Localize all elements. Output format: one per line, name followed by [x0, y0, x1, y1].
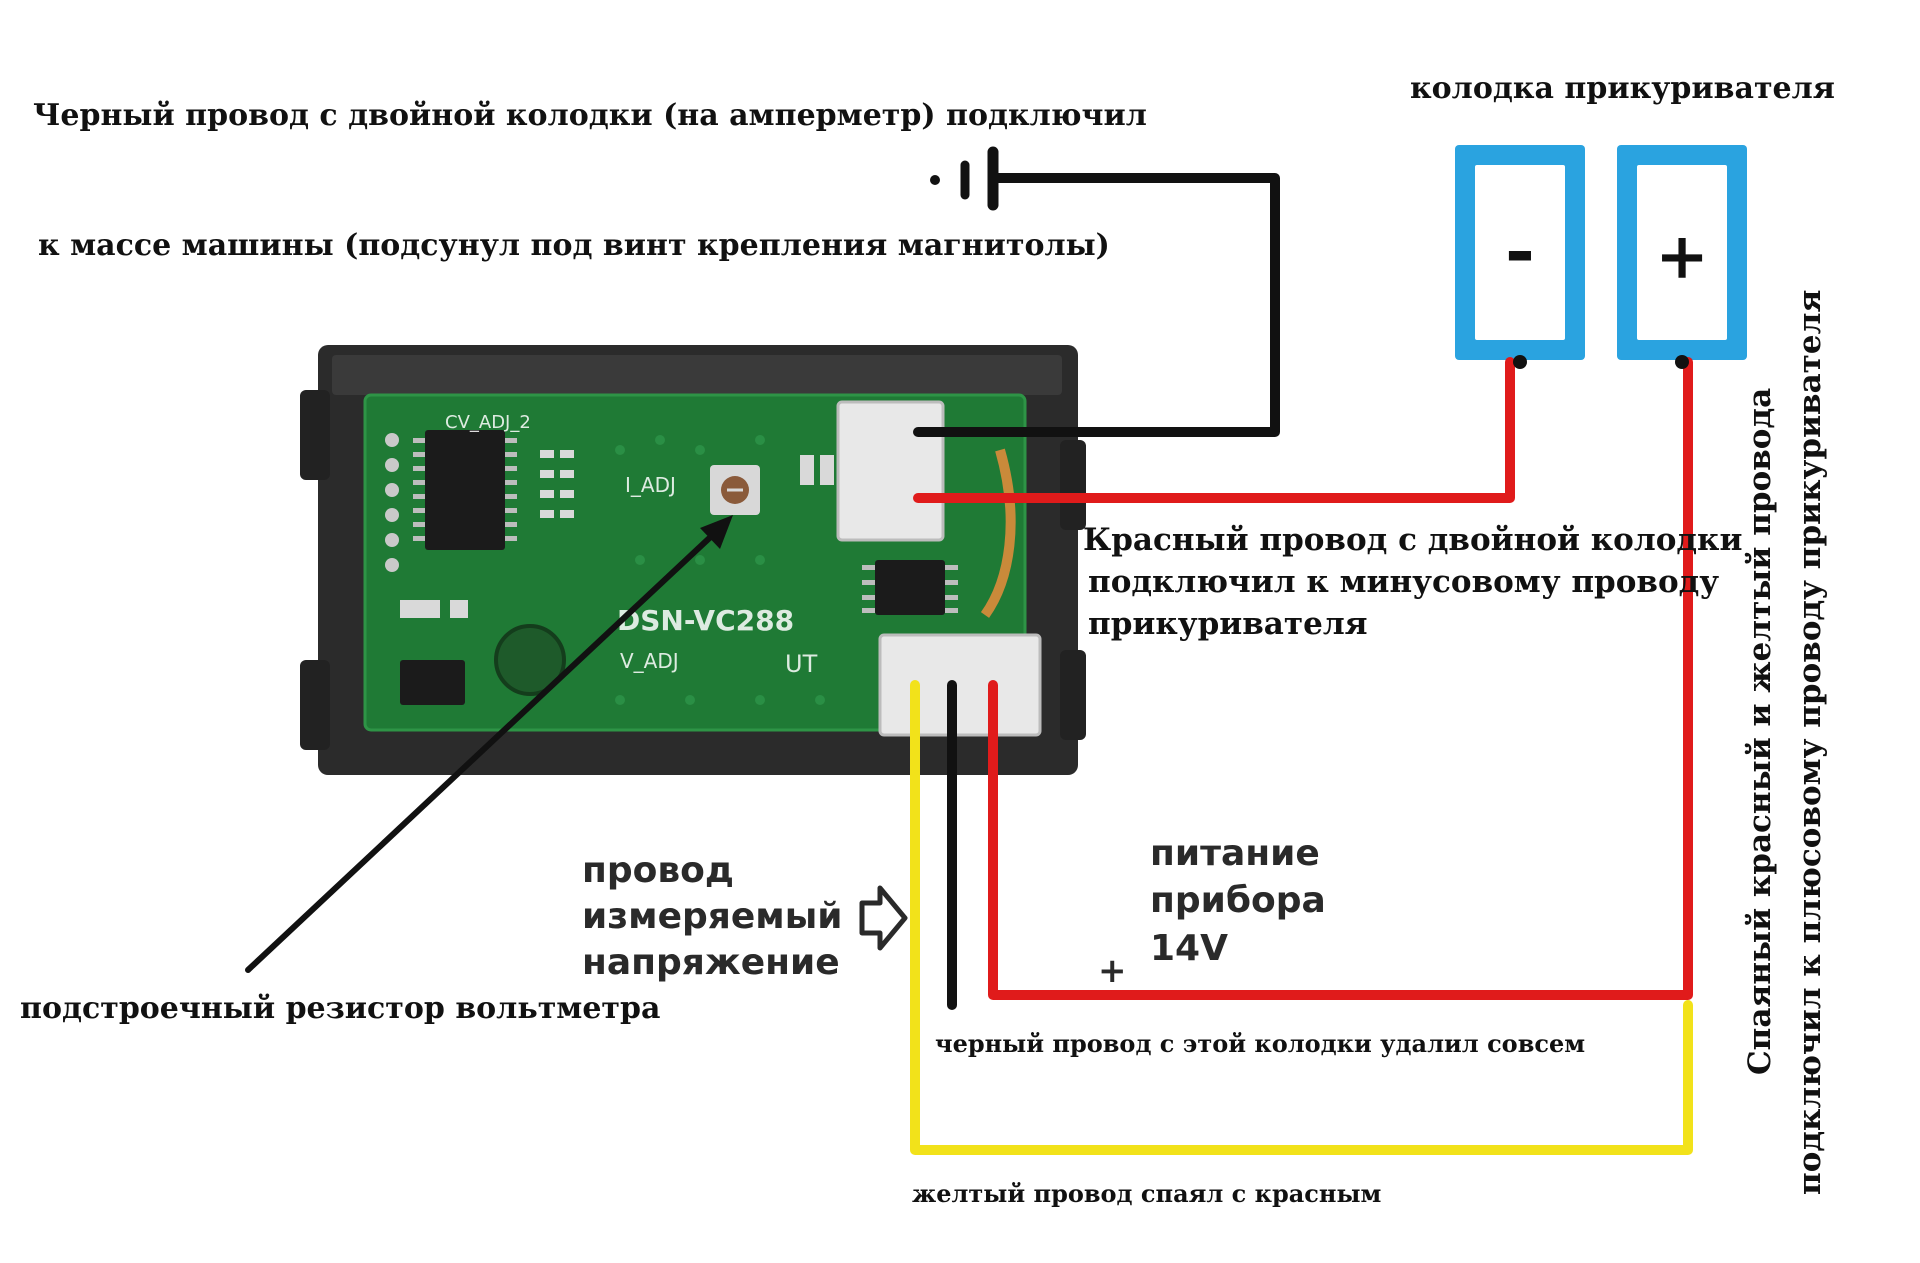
pcb-op-amp-chip — [875, 560, 945, 615]
pcb-regulator — [400, 660, 465, 705]
label-trimmer: подстроечный резистор вольтметра — [20, 991, 660, 1026]
socket-terminal-plus-face — [1637, 165, 1727, 340]
terminal-dots — [1513, 355, 1689, 369]
label-black-wire-line2: к массе машины (подсунул под винт крепле… — [38, 228, 1110, 263]
label-power-line1: питание — [1150, 833, 1320, 874]
lighter-socket: - + — [1455, 145, 1747, 360]
pcb-capacitor — [494, 624, 566, 696]
label-side-line2: подключил к плюсовому проводу прикуриват… — [1792, 290, 1828, 1195]
wire-yellow-measured — [910, 680, 1693, 1155]
label-black-wire-line1: Черный провод с двойной колодки (на ампе… — [33, 98, 1147, 133]
label-yellow-soldered: желтый провод спаял с красным — [912, 1179, 1382, 1208]
label-measured-line1: провод — [582, 850, 734, 891]
meter-case-clip-right-bottom — [1060, 650, 1086, 740]
pcb-label-cv-adj: CV_ADJ_2 — [445, 412, 531, 433]
outline-arrow-right-icon — [859, 885, 908, 951]
label-power-line3: 14V — [1150, 928, 1228, 969]
label-power-plus: + — [1098, 951, 1127, 991]
pcb-label-v-adj: V_ADJ — [620, 649, 679, 673]
pcb-main-chip-pins — [413, 438, 517, 541]
pcb-label-i-adj: I_ADJ — [625, 473, 676, 497]
socket-terminal-minus-face — [1475, 165, 1565, 340]
label-red-wire-line1: Красный провод с двойной колодки — [1083, 522, 1742, 558]
meter-case-clip-left-bottom — [300, 660, 330, 750]
socket-minus-sign: - — [1505, 207, 1535, 292]
wire-red-to-minus — [913, 357, 1515, 503]
pcb-op-amp-pins — [862, 565, 958, 613]
label-socket-title: колодка прикуривателя — [1410, 71, 1835, 106]
connector-two-pin — [836, 400, 945, 542]
meter-case-clip-right — [1060, 440, 1086, 530]
label-measured-line2: измеряемый — [582, 896, 843, 937]
ground-symbol-icon — [930, 146, 999, 211]
wire-red-to-plus — [988, 357, 1693, 1000]
meter-case-clip-left — [300, 390, 330, 480]
pcb-dot-pattern — [615, 435, 825, 705]
label-black-removed: черный провод с этой колодки удалил совс… — [935, 1029, 1585, 1058]
label-power-line2: прибора — [1150, 880, 1326, 921]
pcb-smd-parts — [400, 450, 834, 618]
label-measured-line3: напряжение — [582, 942, 840, 983]
meter-case-top-edge — [332, 355, 1062, 395]
pcb-pads-column — [385, 433, 399, 572]
wire-black-ground — [913, 173, 1280, 437]
pcb-label-model: DSN-VC288 — [617, 604, 794, 637]
label-red-wire-line2: подключил к минусовому проводу — [1088, 564, 1719, 600]
label-side-line1: Спаяный красный и желтый провода — [1742, 388, 1778, 1075]
pcb-main-chip — [425, 430, 505, 550]
meter-device: CV_ADJ_2 I_ADJ DSN-VC288 V_ADJ UT — [300, 345, 1086, 775]
trimmer-pointer-arrow-icon — [245, 515, 733, 973]
label-red-wire-line3: прикуривателя — [1088, 606, 1368, 642]
wires — [910, 173, 1693, 1155]
pcb-shunt-wire — [980, 448, 1016, 618]
pcb-label-ut: UT — [785, 650, 818, 678]
pcb-border — [363, 393, 1027, 732]
socket-plus-sign: + — [1655, 219, 1709, 294]
connector-three-pin — [878, 633, 1042, 737]
